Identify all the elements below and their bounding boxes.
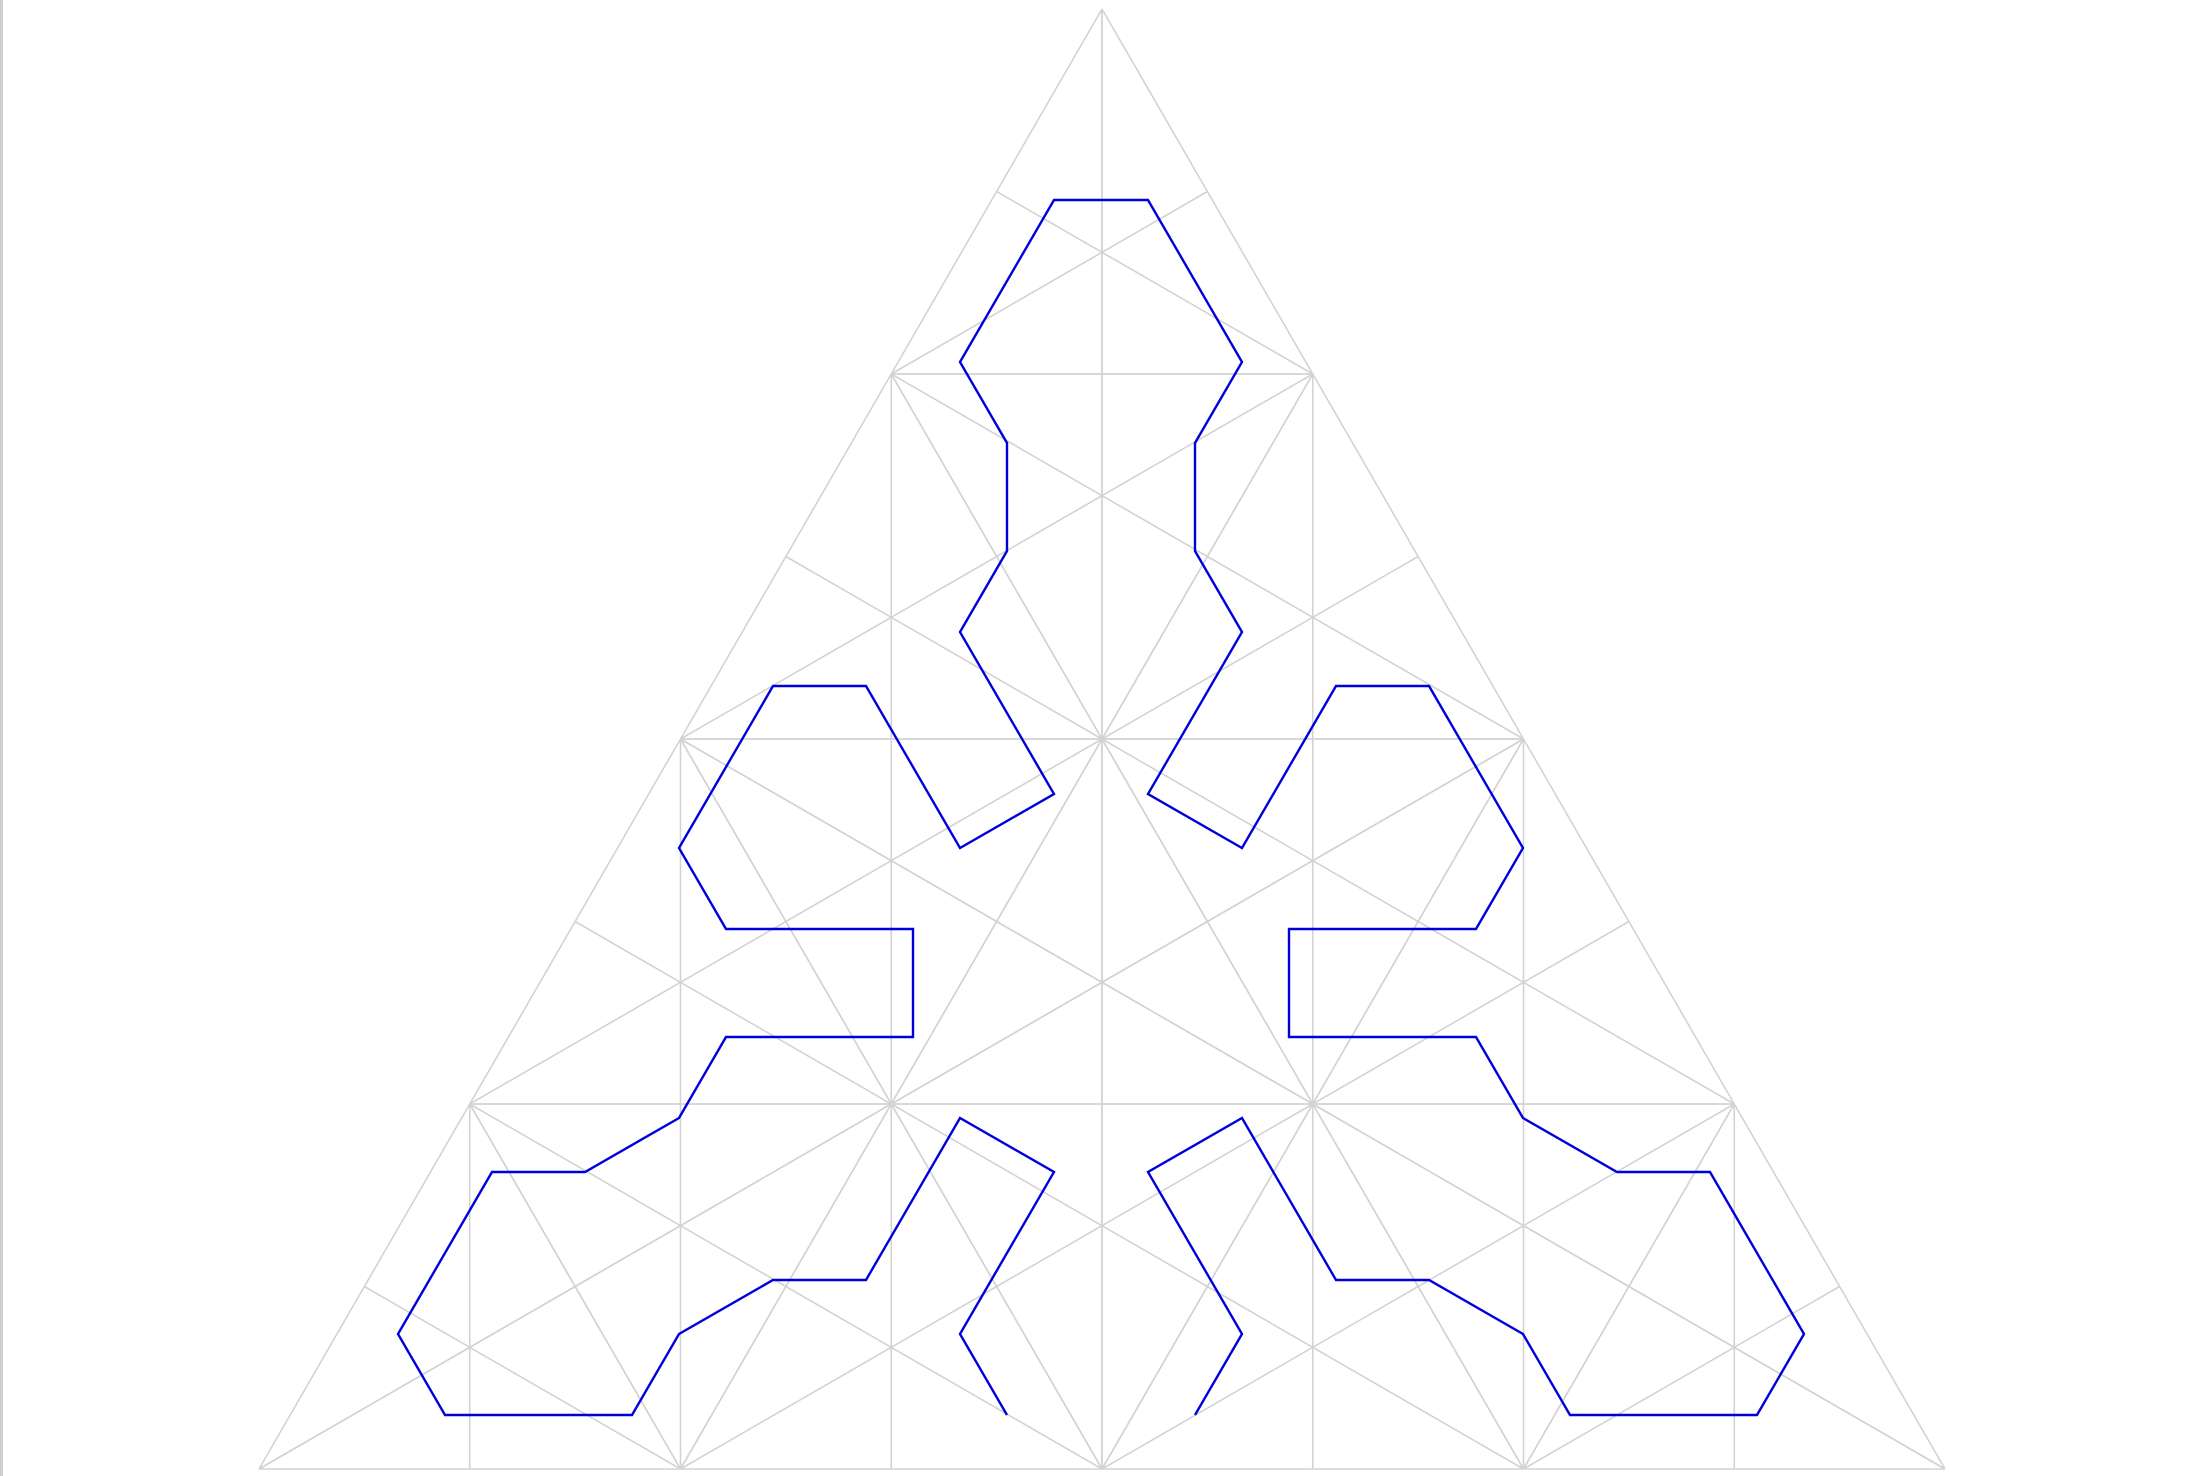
grid-line [996,190,1314,375]
grid-line [785,1285,1103,1470]
grid-line [469,920,787,1105]
grid-line [890,1103,1208,1288]
grid-line [1101,1285,1419,1470]
grid-line [785,738,1103,923]
grid-line [890,190,1208,375]
grid-line [1417,920,1735,1105]
grid-line [574,920,892,1105]
grid-line [996,373,1314,558]
grid-line [1523,1285,1841,1470]
grid-line [1101,555,1419,740]
space-filling-curve [396,198,1806,1417]
grid-line [680,555,998,740]
grid-line [680,738,1946,1470]
grid-line [890,373,1208,558]
grid-line [363,1285,681,1470]
grid-line [1312,920,1630,1105]
grid-line [1417,1103,1735,1288]
grid-line [469,1103,787,1288]
grid-line [996,1103,1314,1288]
grid-line [258,738,1524,1470]
grid-line [785,555,1103,740]
grid-line [1101,738,1419,923]
grid-line [680,1285,998,1470]
grid-line [1206,1285,1524,1470]
triangular-grid [258,8,1946,1470]
left-edge-rule [0,0,3,1476]
grid-line [1206,555,1524,740]
